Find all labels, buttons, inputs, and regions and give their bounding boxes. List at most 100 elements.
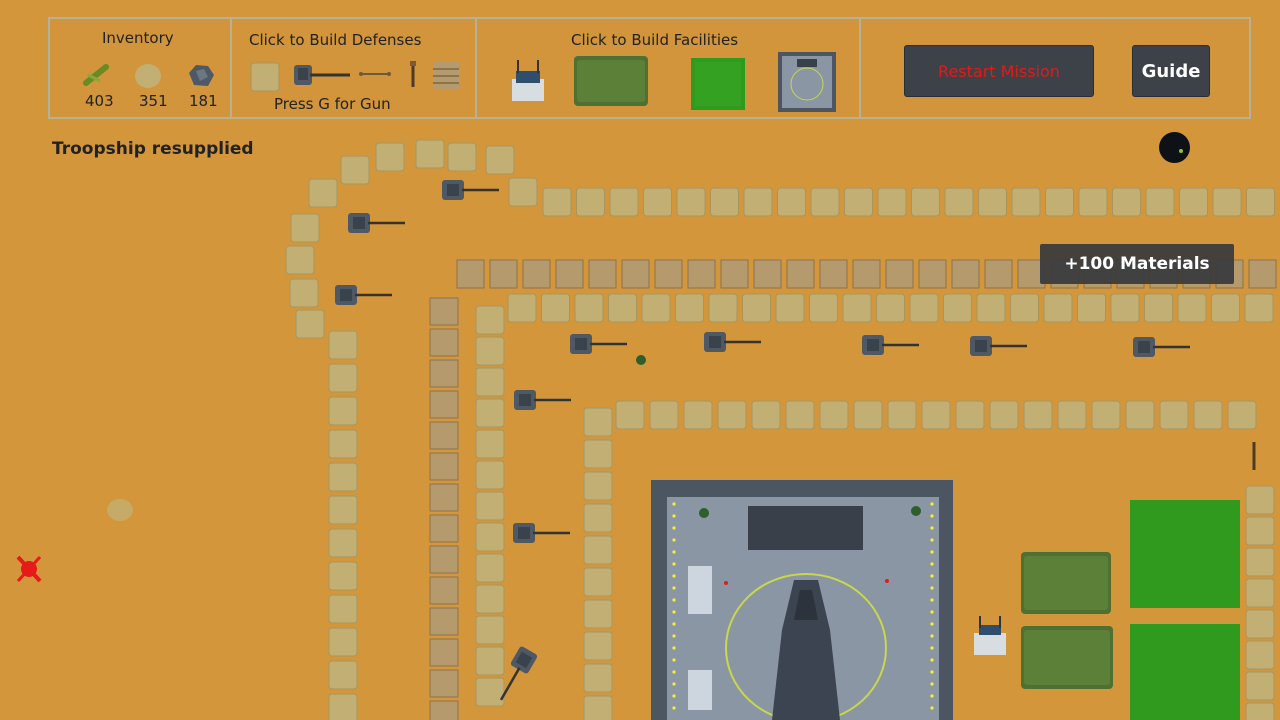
- sandbag: [976, 293, 1006, 323]
- radio-station[interactable]: [974, 616, 1006, 655]
- sandbag: [583, 599, 613, 629]
- barrier: [852, 259, 881, 289]
- sandbag: [1177, 293, 1207, 323]
- post-build-icon[interactable]: [408, 59, 418, 89]
- sandbag: [289, 278, 319, 308]
- restart-mission-button[interactable]: Restart Mission: [904, 45, 1094, 97]
- sandbag: [375, 142, 405, 172]
- sandbag: [853, 400, 883, 430]
- sandbag: [921, 400, 951, 430]
- gun-turret[interactable]: [348, 213, 405, 233]
- gun-turret[interactable]: [704, 332, 761, 352]
- inventory-panel: Inventory 403 351 181: [50, 19, 230, 117]
- sandbag: [708, 293, 738, 323]
- barrier: [429, 638, 459, 667]
- barrier: [456, 259, 485, 289]
- helipad-build-icon[interactable]: [777, 51, 837, 113]
- sandbag: [475, 305, 505, 335]
- sandbag: [475, 367, 505, 397]
- sandbag: [1245, 547, 1275, 577]
- barrier: [753, 259, 782, 289]
- radar-icon[interactable]: [1159, 132, 1190, 163]
- barrier: [588, 259, 617, 289]
- barbed-wire-build-icon[interactable]: [358, 67, 392, 81]
- wood-icon: [83, 64, 109, 86]
- wood-count: 403: [85, 92, 114, 110]
- sandbag: [877, 187, 907, 217]
- sandbag: [1212, 187, 1242, 217]
- sandbag: [1245, 516, 1275, 546]
- gun-turrets: [335, 180, 1190, 704]
- sandbag: [308, 178, 338, 208]
- gun-turret[interactable]: [513, 523, 570, 543]
- sandbag: [475, 584, 505, 614]
- barrier-build-icon[interactable]: [432, 61, 460, 91]
- gun-turret[interactable]: [1133, 337, 1190, 357]
- sandbag: [1144, 293, 1173, 323]
- tent-build-icon[interactable]: [573, 55, 649, 107]
- gun-build-icon[interactable]: [292, 61, 352, 89]
- sandbag: [1245, 640, 1275, 670]
- sandbag: [475, 522, 505, 552]
- sandbag: [944, 187, 974, 217]
- sandbag: [295, 309, 325, 339]
- sandbag: [1045, 187, 1074, 217]
- sandbag: [1211, 293, 1240, 323]
- sandbag: [887, 400, 917, 430]
- sandbag: [842, 293, 872, 323]
- sandbag: [475, 677, 505, 707]
- sandbag: [475, 429, 505, 459]
- tent-facilities[interactable]: [1021, 552, 1113, 689]
- sandbag: [743, 187, 773, 217]
- sandbag-build-icon[interactable]: [250, 62, 280, 92]
- sandbag: [576, 187, 605, 217]
- sandbag: [710, 187, 739, 217]
- sandbag: [328, 561, 358, 591]
- sandbag: [1193, 400, 1223, 430]
- barrier: [429, 390, 459, 419]
- sandbag: [641, 293, 671, 323]
- gun-turret[interactable]: [862, 335, 919, 355]
- sandbag: [909, 293, 939, 323]
- sandbag: [1227, 400, 1257, 430]
- sandbag: [583, 631, 613, 661]
- sandbag: [608, 293, 637, 323]
- gun-turret[interactable]: [570, 334, 627, 354]
- sandbag: [1023, 400, 1053, 430]
- gun-turret[interactable]: [514, 390, 571, 410]
- enemy-soldier[interactable]: [16, 555, 42, 583]
- sandbag: [1159, 400, 1189, 430]
- sandbag: [615, 400, 645, 430]
- guide-button[interactable]: Guide: [1132, 45, 1210, 97]
- crops-build-icon[interactable]: [690, 57, 746, 111]
- barrier: [429, 576, 459, 605]
- sandbag: [328, 528, 358, 558]
- barrier: [687, 259, 716, 289]
- sandbag: [328, 363, 358, 393]
- sandbag: [1245, 609, 1275, 639]
- sandbag: [1112, 187, 1141, 217]
- barrier: [555, 259, 584, 289]
- sandbag: [643, 187, 672, 217]
- crop-fields[interactable]: [1130, 500, 1240, 720]
- sand-pile: [107, 499, 133, 521]
- sandbag: [583, 535, 613, 565]
- sandbag: [989, 400, 1019, 430]
- gun-turret[interactable]: [492, 645, 538, 704]
- facilities-panel: Click to Build Facilities: [477, 19, 859, 117]
- barrier: [786, 259, 815, 289]
- sandbag: [609, 187, 639, 217]
- defenses-title: Click to Build Defenses: [249, 31, 422, 49]
- gun-turret[interactable]: [335, 285, 392, 305]
- sand-count: 351: [139, 92, 168, 110]
- sandbag: [1245, 485, 1275, 515]
- gun-turret[interactable]: [442, 180, 499, 200]
- sandbag: [809, 293, 838, 323]
- sandbag: [507, 293, 537, 323]
- sand-icon: [135, 64, 161, 88]
- radio-build-icon[interactable]: [510, 57, 546, 103]
- helipad[interactable]: [651, 480, 953, 720]
- sandbag: [675, 293, 704, 323]
- sandbag: [676, 187, 706, 217]
- gun-turret[interactable]: [970, 336, 1027, 356]
